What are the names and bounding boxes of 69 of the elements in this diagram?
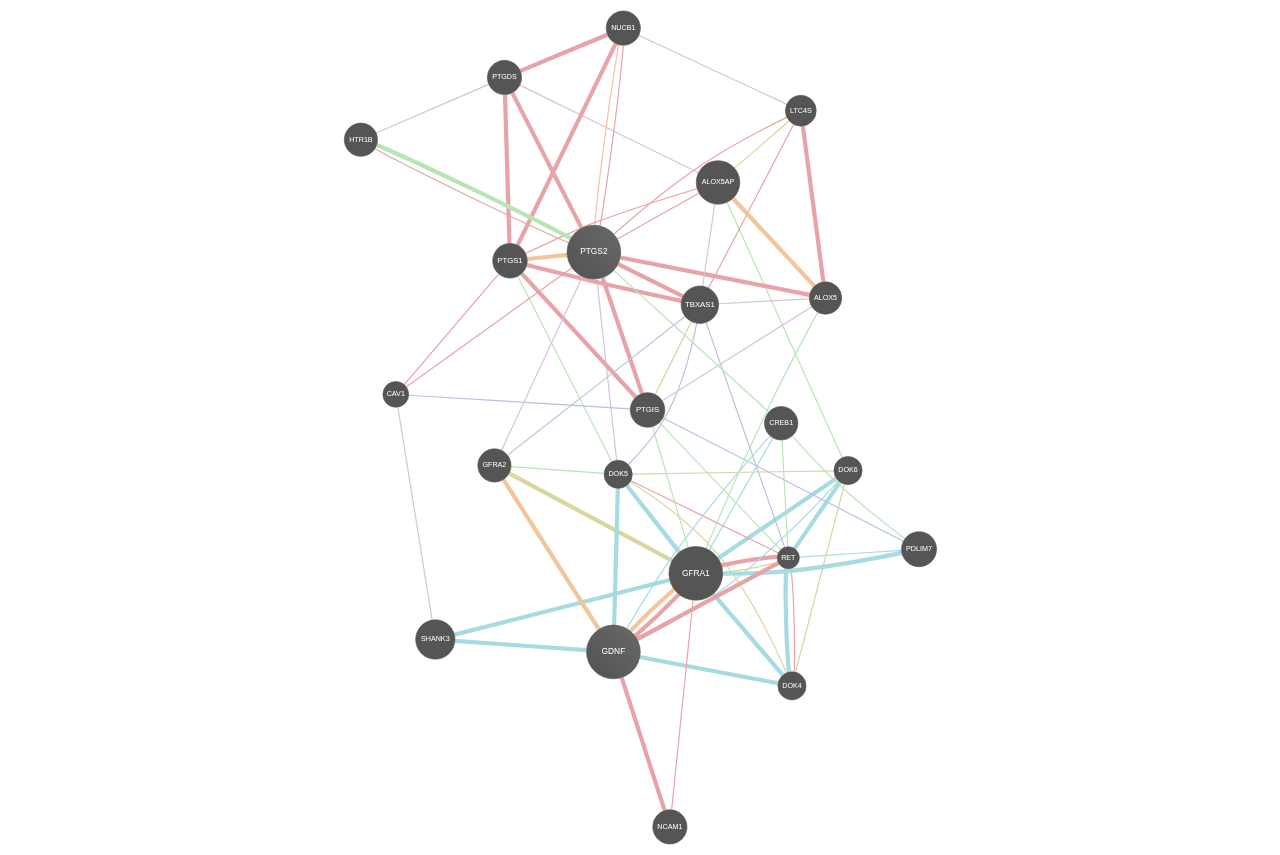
connector — [798, 549, 902, 558]
connector — [658, 421, 781, 551]
connector — [717, 298, 810, 305]
connector — [507, 471, 673, 563]
connector — [599, 44, 624, 227]
connector — [519, 272, 637, 399]
connector — [629, 481, 787, 674]
node-circle: PTGS2 — [566, 225, 621, 280]
connector — [722, 550, 902, 576]
connector — [453, 578, 670, 637]
connector — [510, 91, 583, 230]
connector — [792, 481, 842, 550]
connector — [595, 278, 617, 461]
connector — [524, 188, 698, 254]
connector — [506, 315, 686, 456]
connector — [405, 267, 573, 388]
connector — [454, 638, 587, 653]
connector — [516, 275, 612, 463]
connector — [629, 480, 779, 554]
connector — [651, 426, 689, 549]
connector — [625, 435, 770, 630]
connector — [791, 435, 905, 540]
connector — [619, 255, 810, 297]
connector — [612, 116, 787, 235]
connector — [509, 466, 605, 474]
connector — [631, 470, 835, 475]
connector — [593, 44, 619, 226]
connector — [407, 394, 631, 410]
node-circle: GDNF — [585, 624, 641, 680]
connector — [720, 554, 777, 568]
connector — [500, 276, 583, 452]
connector — [611, 488, 620, 626]
connector — [627, 322, 697, 466]
connector — [800, 125, 825, 283]
connector — [375, 83, 489, 134]
connector — [731, 197, 816, 288]
connector — [635, 561, 780, 642]
connector — [701, 203, 715, 287]
connector — [662, 417, 904, 542]
connector — [616, 192, 699, 240]
connector — [716, 476, 837, 561]
connector — [781, 439, 788, 548]
connector — [733, 120, 790, 169]
connector — [619, 677, 667, 812]
node-circle: GFRA1 — [668, 546, 723, 601]
connector — [501, 478, 601, 631]
connector — [396, 406, 433, 621]
connector — [519, 32, 608, 73]
connector — [624, 484, 681, 554]
connector — [707, 123, 794, 289]
connector — [705, 311, 818, 550]
connector — [526, 252, 567, 262]
connector — [638, 654, 778, 686]
connector — [794, 483, 845, 673]
connector — [616, 262, 684, 299]
connector — [525, 263, 682, 303]
connector — [654, 320, 692, 396]
connector — [403, 273, 499, 386]
connector — [515, 42, 618, 247]
connector — [612, 269, 769, 413]
connector — [600, 277, 644, 395]
connector — [708, 437, 773, 551]
connector — [670, 599, 694, 811]
connector — [661, 306, 812, 402]
connector — [725, 201, 843, 459]
connector — [518, 84, 699, 174]
connector — [502, 94, 512, 244]
connector — [704, 321, 785, 548]
connector — [637, 34, 787, 105]
